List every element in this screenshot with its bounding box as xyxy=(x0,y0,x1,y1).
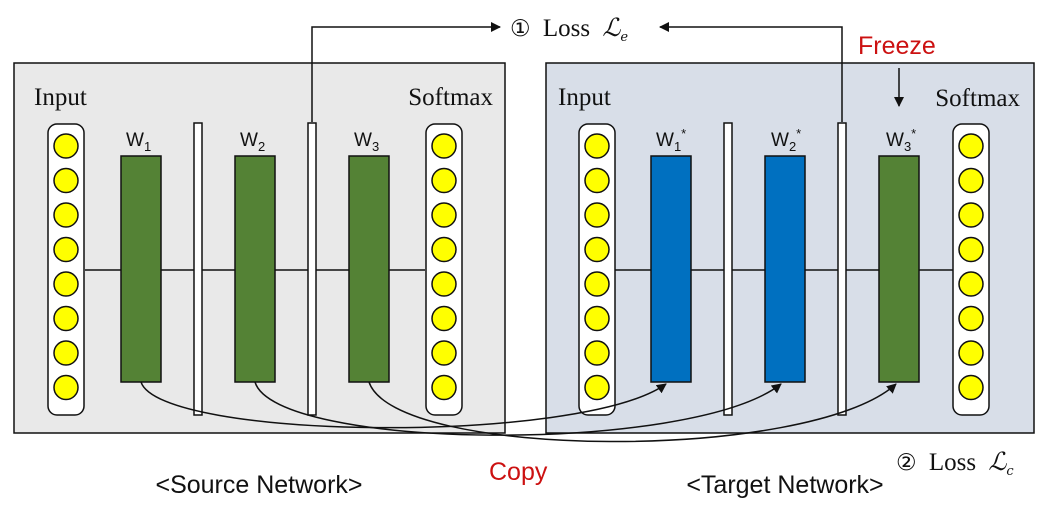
target-input-neuron-4 xyxy=(584,236,610,263)
source-input-neuron-4 xyxy=(53,236,79,263)
source-input-neuron-3 xyxy=(53,202,79,228)
source-network-caption: <Source Network> xyxy=(155,471,362,499)
target-output-neuron-5 xyxy=(958,271,984,297)
source-w1-label: W1 xyxy=(126,130,151,154)
loss-e-circled-number: ① xyxy=(510,15,531,41)
target-input-neuron-7 xyxy=(584,340,610,366)
source-input-layer xyxy=(47,123,85,416)
target-weight-w1 xyxy=(650,155,692,383)
target-w2-label: W2* xyxy=(771,126,801,154)
target-input-neuron-2 xyxy=(584,167,610,194)
target-input-neuron-8 xyxy=(584,374,610,401)
source-input-neuron-7 xyxy=(53,340,79,366)
source-input-label: Input xyxy=(34,84,87,111)
copy-arrow-w2 xyxy=(254,381,782,436)
loss-c-label: ② Loss ℒc xyxy=(896,447,1014,479)
target-network-caption: <Target Network> xyxy=(686,471,883,499)
source-input-neuron-1 xyxy=(53,133,79,159)
copy-arrows xyxy=(140,381,897,443)
freeze-label: Freeze xyxy=(858,32,936,60)
target-output-neuron-8 xyxy=(958,374,984,401)
target-hidden-layer-1 xyxy=(723,122,733,416)
source-input-neuron-6 xyxy=(53,305,79,332)
target-output-layer xyxy=(952,123,990,416)
source-output-neuron-1 xyxy=(431,133,457,159)
loss-e-connector xyxy=(311,22,843,122)
target-softmax-label: Softmax xyxy=(935,85,1020,112)
target-output-neuron-7 xyxy=(958,340,984,366)
target-w1-label: W1* xyxy=(656,126,686,154)
target-weight-w2 xyxy=(764,155,806,383)
source-hidden-layer-2 xyxy=(307,122,317,416)
source-input-neuron-5 xyxy=(53,271,79,297)
target-input-neuron-6 xyxy=(584,305,610,332)
target-output-neuron-1 xyxy=(958,133,984,159)
target-input-label: Input xyxy=(558,84,611,111)
source-weight-w3 xyxy=(348,155,390,383)
loss-e-label: ① Loss ℒe xyxy=(510,13,628,45)
target-output-neuron-6 xyxy=(958,305,984,332)
source-w2-label: W2 xyxy=(240,130,265,154)
copy-arrow-w3 xyxy=(368,381,897,443)
source-output-neuron-2 xyxy=(431,167,457,194)
target-input-neuron-1 xyxy=(584,133,610,159)
source-output-neuron-3 xyxy=(431,202,457,228)
source-output-neuron-6 xyxy=(431,305,457,332)
target-output-neuron-2 xyxy=(958,167,984,194)
target-input-neuron-5 xyxy=(584,271,610,297)
target-output-neuron-4 xyxy=(958,236,984,263)
source-output-neuron-4 xyxy=(431,236,457,263)
source-output-neuron-7 xyxy=(431,340,457,366)
source-input-neuron-2 xyxy=(53,167,79,194)
target-network: Input Softmax W1* W2* W3* xyxy=(545,62,1035,434)
source-w3-label: W3 xyxy=(354,130,379,154)
copy-arrow-w1 xyxy=(140,381,667,429)
source-hidden-layer-1 xyxy=(193,122,203,416)
source-softmax-label: Softmax xyxy=(408,84,493,111)
source-weight-w2 xyxy=(234,155,276,383)
target-weight-w3 xyxy=(878,155,920,383)
source-input-neuron-8 xyxy=(53,374,79,401)
target-hidden-layer-2 xyxy=(837,122,847,416)
target-output-neuron-3 xyxy=(958,202,984,228)
loss-c-circled-number: ② xyxy=(896,449,917,475)
source-output-neuron-5 xyxy=(431,271,457,297)
source-network: Input Softmax W1 W2 W3 xyxy=(13,62,506,434)
source-weight-w1 xyxy=(120,155,162,383)
copy-label: Copy xyxy=(489,458,548,486)
source-output-layer xyxy=(425,123,463,416)
target-w3-label: W3* xyxy=(886,126,916,154)
source-output-neuron-8 xyxy=(431,374,457,401)
target-input-layer xyxy=(578,123,616,416)
target-input-neuron-3 xyxy=(584,202,610,228)
